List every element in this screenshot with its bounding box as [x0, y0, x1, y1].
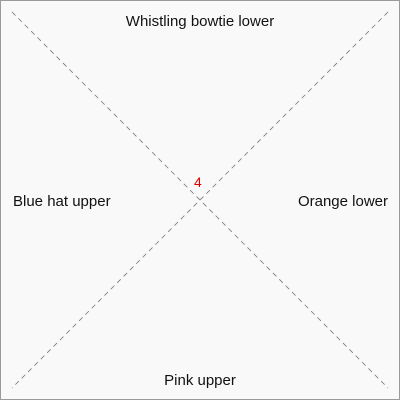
center-number: 4	[194, 174, 202, 190]
label-left: Blue hat upper	[13, 193, 111, 210]
label-top: Whistling bowtie lower	[125, 13, 275, 30]
label-bottom: Pink upper	[164, 372, 236, 389]
label-right: Orange lower	[297, 193, 388, 210]
diagonal-line-ascending	[11, 11, 389, 389]
